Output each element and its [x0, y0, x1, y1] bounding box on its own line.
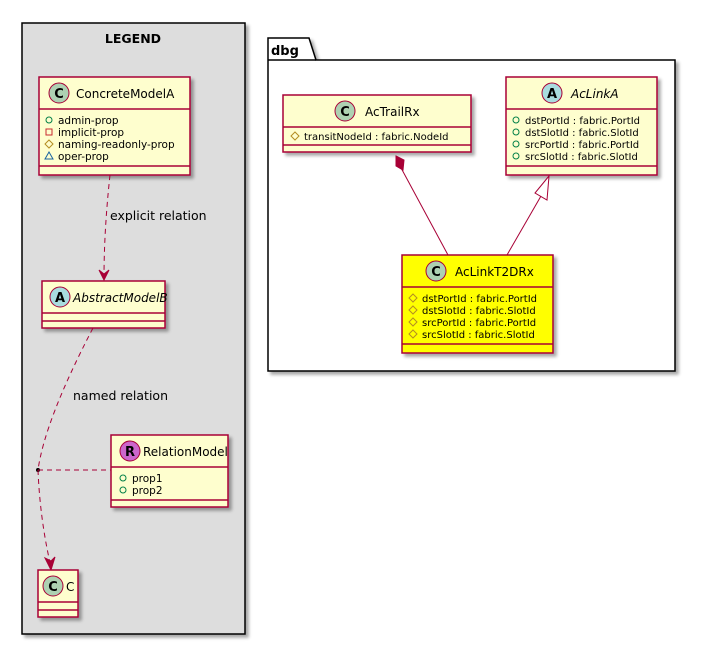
class-a-badge-icon	[49, 286, 71, 308]
public-visibility-icon	[45, 116, 53, 124]
field-transit-node-id: transitNodeId : fabric.NodeId	[304, 132, 449, 143]
named-relation-link: named relation	[36, 327, 168, 572]
field-dst-slot-id: dstSlotId : fabric.SlotId	[525, 128, 639, 139]
field-prop2: prop2	[132, 485, 163, 497]
field-src-port-id: srcPortId : fabric.PortId	[422, 318, 536, 329]
class-name: C	[66, 580, 74, 594]
package-visibility-icon	[44, 150, 54, 160]
private-visibility-icon	[45, 128, 53, 136]
svg-text:C: C	[340, 105, 350, 120]
ac-trail-rx-class[interactable]: C AcTrailRx transitNodeId : fabric.NodeI…	[282, 94, 472, 153]
class-c-badge-icon	[334, 100, 356, 122]
svg-text:C: C	[431, 265, 441, 280]
legend-title: LEGEND	[105, 31, 161, 46]
explicit-relation-label: explicit relation	[110, 208, 207, 223]
svg-text:A: A	[55, 291, 65, 306]
class-name: RelationModel	[143, 445, 228, 459]
class-c-badge-icon	[48, 82, 70, 104]
package-name: dbg	[271, 44, 299, 59]
public-visibility-icon	[119, 474, 127, 482]
composition-link	[395, 155, 449, 256]
public-visibility-icon	[512, 116, 520, 124]
ac-link-t2d-rx-class[interactable]: C AcLinkT2DRx dstPortId : fabric.PortId …	[401, 254, 554, 354]
named-relation-label: named relation	[73, 388, 168, 403]
svg-text:C: C	[54, 87, 64, 102]
svg-text:R: R	[125, 445, 135, 460]
class-c-badge-icon	[42, 575, 64, 597]
explicit-relation-arrow: explicit relation	[98, 174, 207, 282]
class-a-badge-icon	[541, 82, 563, 104]
protected-visibility-icon	[290, 131, 300, 141]
class-name: AbstractModelB	[72, 291, 168, 305]
public-visibility-icon	[512, 140, 520, 148]
svg-text:A: A	[547, 87, 557, 102]
relation-model-class[interactable]: R RelationModel prop1 prop2	[110, 434, 229, 508]
protected-visibility-icon	[44, 139, 54, 149]
field-naming-readonly-prop: naming-readonly-prop	[58, 139, 175, 151]
field-dst-port-id: dstPortId : fabric.PortId	[525, 116, 640, 127]
class-name: ConcreteModelA	[76, 87, 175, 101]
inheritance-triangle-icon	[534, 174, 550, 201]
class-r-badge-icon	[119, 440, 141, 462]
c-class[interactable]: C C	[37, 569, 79, 618]
public-visibility-icon	[512, 152, 520, 160]
field-oper-prop: oper-prop	[58, 151, 109, 163]
ac-link-a-class[interactable]: A AcLinkA dstPortId : fabric.PortId dstS…	[505, 76, 658, 176]
protected-visibility-icon	[408, 305, 418, 315]
field-src-slot-id: srcSlotId : fabric.SlotId	[422, 330, 535, 341]
class-name: AcLinkA	[570, 87, 619, 101]
field-implicit-prop: implicit-prop	[58, 127, 124, 139]
abstract-model-class[interactable]: A AbstractModelB	[41, 280, 168, 329]
field-dst-port-id: dstPortId : fabric.PortId	[422, 294, 537, 305]
concrete-model-class[interactable]: C ConcreteModelA admin-prop implicit-pro…	[38, 76, 191, 176]
field-prop1: prop1	[132, 473, 163, 485]
public-visibility-icon	[119, 486, 127, 494]
class-c-badge-icon	[425, 260, 447, 282]
field-dst-slot-id: dstSlotId : fabric.SlotId	[422, 306, 536, 317]
field-admin-prop: admin-prop	[58, 115, 119, 127]
protected-visibility-icon	[408, 293, 418, 303]
composition-diamond-icon	[395, 155, 405, 171]
class-name: AcLinkT2DRx	[455, 265, 534, 279]
protected-visibility-icon	[408, 329, 418, 339]
class-name: AcTrailRx	[365, 105, 420, 119]
svg-text:C: C	[48, 580, 58, 595]
protected-visibility-icon	[408, 317, 418, 327]
field-src-port-id: srcPortId : fabric.PortId	[525, 140, 639, 151]
public-visibility-icon	[512, 128, 520, 136]
field-src-slot-id: srcSlotId : fabric.SlotId	[525, 152, 638, 163]
inheritance-link	[506, 174, 550, 256]
